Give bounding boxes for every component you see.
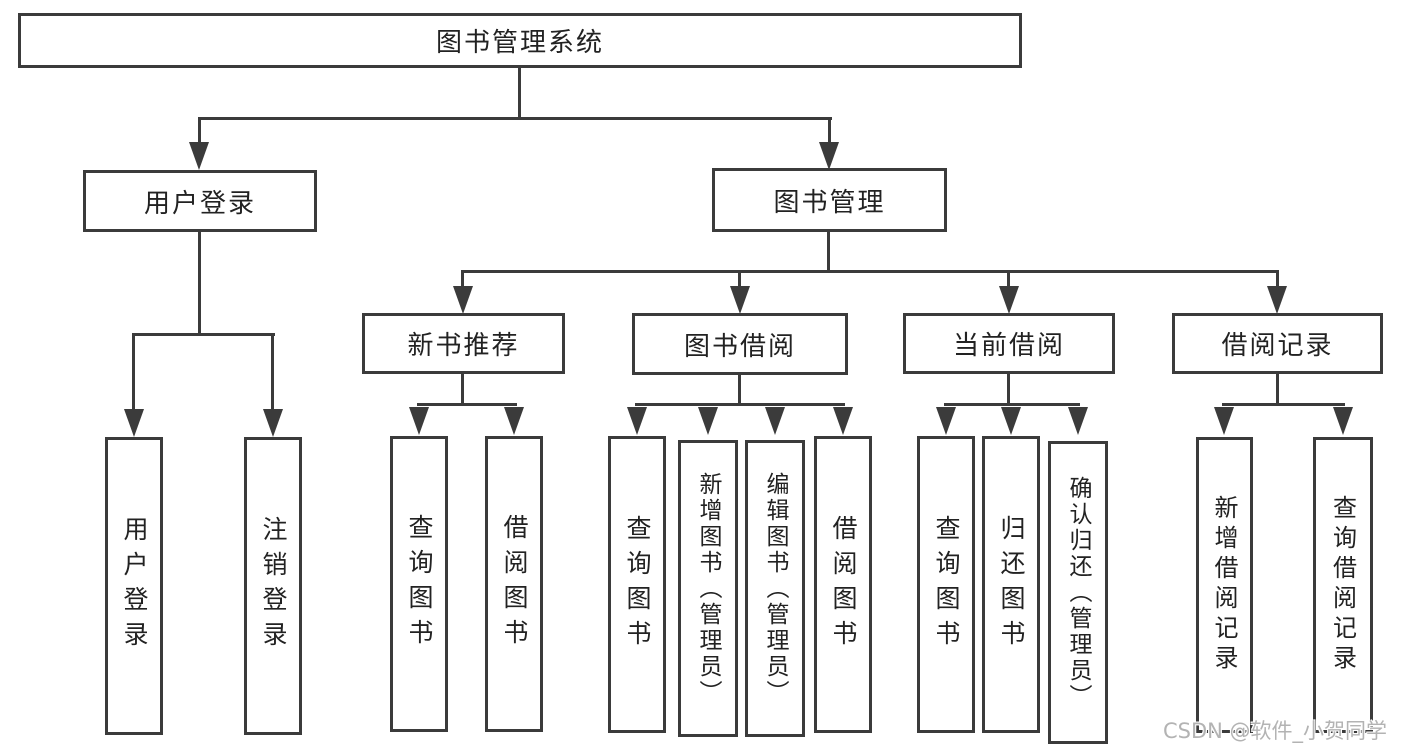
connector-line: [198, 117, 832, 120]
arrow-down-icon: [1267, 286, 1287, 314]
node-borrow-records-label: 借阅记录: [1221, 331, 1334, 361]
arrow-down-icon: [189, 142, 209, 170]
arrow-down-icon: [263, 409, 283, 437]
arrow-down-icon: [124, 409, 144, 437]
leaf-current-return-books: 归还图书: [982, 436, 1040, 733]
connector-line: [944, 403, 1080, 406]
leaf-borrow-query-books: 查询图书: [608, 436, 666, 733]
arrow-down-icon: [936, 407, 956, 435]
node-borrow-records: 借阅记录: [1172, 313, 1383, 374]
connector-line: [461, 374, 464, 406]
leaf-label: 查询借阅记录: [1328, 495, 1357, 675]
csdn-watermark: CSDN @软件_小贺同学: [1163, 719, 1388, 743]
connector-line: [827, 232, 830, 273]
leaf-current-query-books: 查询图书: [917, 436, 975, 733]
connector-line: [1007, 374, 1010, 406]
leaf-borrow-add-books-admin: 新增图书（管理员）: [678, 440, 738, 737]
leaf-borrow-edit-books-admin: 编辑图书（管理员）: [745, 440, 805, 737]
connector-line: [1222, 403, 1345, 406]
arrow-down-icon: [999, 286, 1019, 314]
node-root-label: 图书管理系统: [435, 28, 604, 58]
arrow-down-icon: [819, 142, 839, 170]
node-user-login-label: 用户登录: [143, 188, 256, 219]
node-current-borrow: 当前借阅: [903, 313, 1115, 374]
leaf-label: 借阅图书: [500, 514, 529, 654]
node-book-borrow-label: 图书借阅: [683, 331, 796, 362]
node-user-login: 用户登录: [83, 170, 317, 232]
leaf-label: 新增图书（管理员）: [695, 471, 721, 706]
leaf-records-add-record: 新增借阅记录: [1196, 437, 1253, 733]
leaf-label: 用户登录: [120, 516, 149, 656]
leaf-borrow-borrow-books: 借阅图书: [814, 436, 872, 733]
connector-line: [198, 232, 201, 335]
connector-line: [738, 270, 741, 288]
arrow-down-icon: [765, 407, 785, 435]
connector-line: [1007, 270, 1010, 288]
connector-line: [518, 68, 521, 118]
arrow-down-icon: [833, 407, 853, 435]
leaf-recommend-borrow-books: 借阅图书: [485, 436, 543, 732]
connector-line: [132, 333, 275, 336]
leaf-label: 借阅图书: [829, 514, 858, 655]
leaf-label: 查询图书: [623, 514, 652, 655]
leaf-label: 注销登录: [259, 516, 288, 656]
arrow-down-icon: [1214, 407, 1234, 435]
arrow-down-icon: [627, 407, 647, 435]
node-book-borrow: 图书借阅: [632, 313, 848, 375]
node-book-management-label: 图书管理: [773, 187, 886, 218]
arrow-down-icon: [698, 407, 718, 435]
node-root: 图书管理系统: [18, 13, 1022, 68]
leaf-label: 归还图书: [997, 514, 1026, 655]
node-book-management: 图书管理: [712, 168, 947, 232]
connector-line: [417, 403, 517, 406]
connector-line: [738, 375, 741, 406]
leaf-current-confirm-return-admin: 确认归还（管理员）: [1048, 441, 1108, 744]
leaf-logout: 注销登录: [244, 437, 302, 735]
leaf-label: 编辑图书（管理员）: [762, 471, 788, 706]
connector-line: [1276, 270, 1279, 288]
leaf-label: 查询图书: [405, 514, 434, 654]
node-new-book-recommend: 新书推荐: [362, 313, 565, 374]
arrow-down-icon: [1068, 407, 1088, 435]
connector-line: [828, 117, 831, 145]
node-current-borrow-label: 当前借阅: [952, 331, 1065, 361]
node-new-book-recommend-label: 新书推荐: [407, 331, 520, 361]
connector-line: [461, 270, 1279, 273]
connector-line: [1276, 374, 1279, 406]
arrow-down-icon: [504, 407, 524, 435]
arrow-down-icon: [1333, 407, 1353, 435]
connector-line: [271, 333, 274, 411]
connector-line: [635, 403, 845, 406]
arrow-down-icon: [453, 286, 473, 314]
leaf-label: 确认归还（管理员）: [1065, 475, 1091, 710]
leaf-records-query-record: 查询借阅记录: [1313, 437, 1373, 733]
connector-line: [132, 333, 135, 411]
arrow-down-icon: [730, 286, 750, 314]
arrow-down-icon: [409, 407, 429, 435]
leaf-label: 查询图书: [932, 514, 961, 655]
leaf-label: 新增借阅记录: [1210, 495, 1238, 675]
leaf-user-login: 用户登录: [105, 437, 163, 735]
leaf-recommend-query-books: 查询图书: [390, 436, 448, 732]
connector-line: [198, 117, 201, 145]
connector-line: [461, 270, 464, 288]
arrow-down-icon: [1001, 407, 1021, 435]
